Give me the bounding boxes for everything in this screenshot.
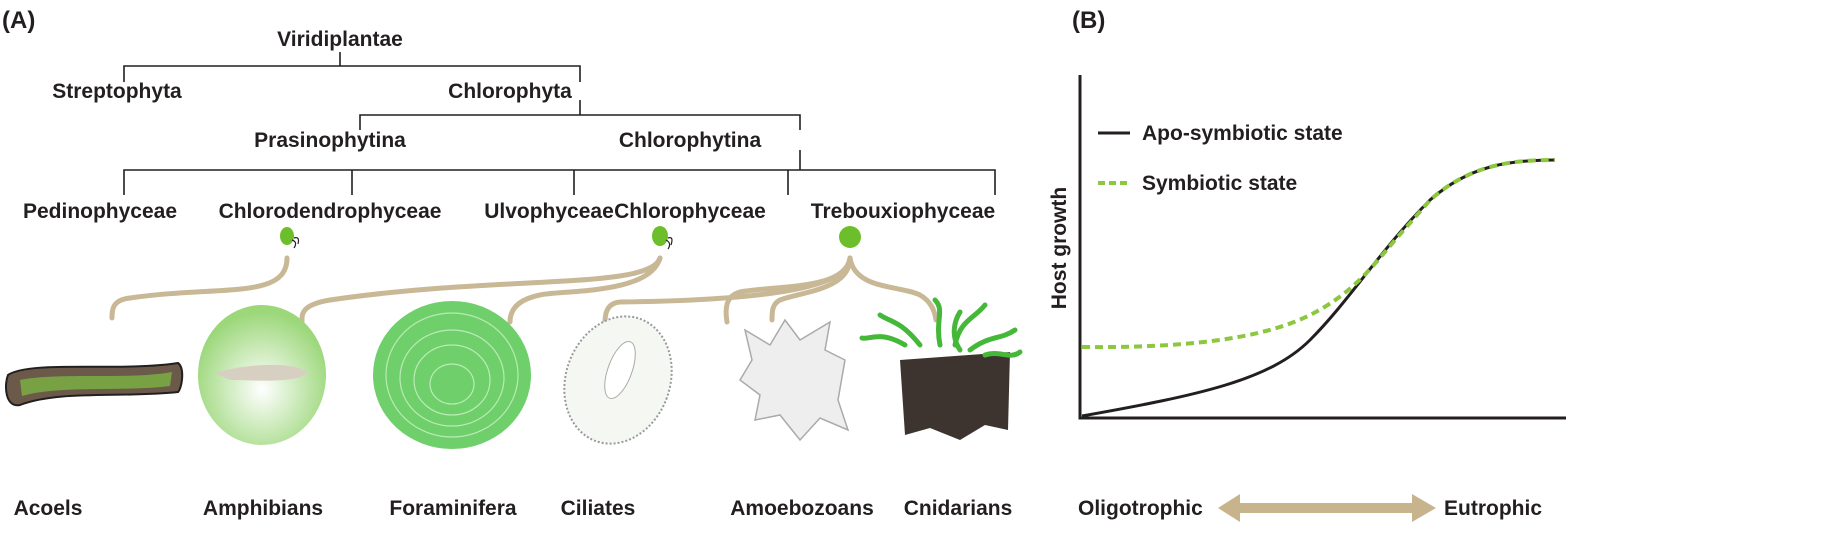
node-prasinophytina: Prasinophytina (254, 129, 406, 152)
host-amphibians: Amphibians (203, 497, 323, 520)
host-ciliates: Ciliates (561, 497, 636, 520)
host-amoebozoans: Amoebozoans (730, 497, 874, 520)
host-cnidarians: Cnidarians (904, 497, 1013, 520)
axes (1078, 75, 1566, 420)
alga-chlorodendrophyceae (280, 227, 300, 249)
host-foraminifera: Foraminifera (389, 497, 517, 520)
class-trebouxiophyceae: Trebouxiophyceae (811, 200, 995, 223)
node-chlorophytina: Chlorophytina (619, 129, 762, 152)
phylogeny-lines (123, 52, 996, 195)
ciliate-illustration (563, 315, 673, 445)
symbiosis-connectors (109, 255, 939, 325)
alga-chlorophyceae (652, 226, 673, 250)
x-right-label: Eutrophic (1444, 497, 1542, 520)
class-ulvophyceae: Ulvophyceae (484, 200, 614, 223)
amphibian-egg-illustration (198, 305, 326, 445)
host-acoels: Acoels (14, 497, 83, 520)
panel-b-label: (B) (1072, 7, 1105, 34)
x-left-label: Oligotrophic (1078, 497, 1203, 520)
y-axis-label: Host growth (1048, 187, 1071, 309)
legend-apo-label: Apo-symbiotic state (1142, 122, 1343, 145)
nutrient-gradient-arrow (1218, 494, 1436, 522)
foraminifera-illustration (373, 301, 531, 449)
node-chlorophyta: Chlorophyta (448, 80, 572, 103)
panel-a-label: (A) (2, 7, 35, 34)
acoel-illustration (5, 361, 184, 407)
cnidarian-illustration (859, 297, 1023, 440)
apo-symbiotic-curve (1081, 158, 1556, 418)
symbiotic-curve (1081, 158, 1556, 350)
node-streptophyta: Streptophyta (52, 80, 182, 103)
amoebozoan-illustration (739, 318, 850, 442)
class-pedinophyceae: Pedinophyceae (23, 200, 177, 223)
class-chlorodendrophyceae: Chlorodendrophyceae (219, 200, 442, 223)
class-chlorophyceae: Chlorophyceae (614, 200, 766, 223)
node-viridiplantae: Viridiplantae (277, 28, 403, 51)
alga-trebouxiophyceae (839, 226, 861, 248)
legend-symbiotic-label: Symbiotic state (1142, 172, 1297, 195)
